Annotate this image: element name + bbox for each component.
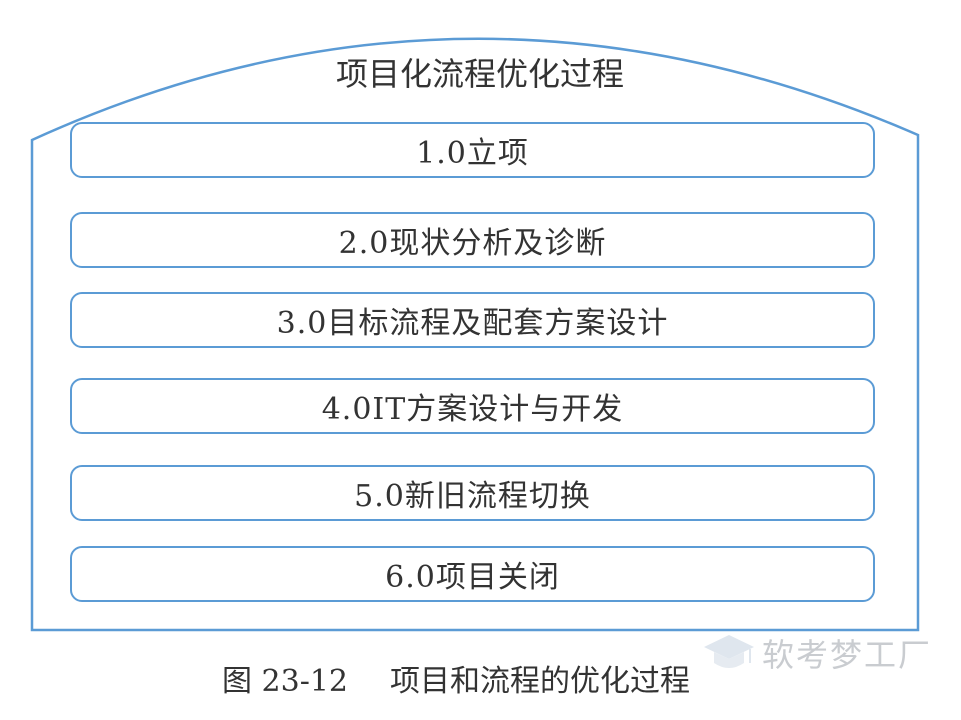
figure-number: 图 23-12 [222,664,349,699]
watermark-text: 软考梦工厂 [762,636,933,674]
figure-caption: 图 23-12 项目和流程的优化过程 [222,660,690,704]
container-outline [30,37,920,632]
step-box-5: 5.0新旧流程切换 [70,465,875,521]
step-box-2: 2.0现状分析及诊断 [70,212,875,268]
watermark: 软考梦工厂 [700,618,950,688]
step-box-3: 3.0目标流程及配套方案设计 [70,292,875,348]
step-label: 3.0目标流程及配套方案设计 [276,306,669,341]
arched-container [30,37,920,632]
step-label: 6.0项目关闭 [385,560,560,595]
step-label: 4.0IT方案设计与开发 [321,392,624,427]
step-box-6: 6.0项目关闭 [70,546,875,602]
graduation-cap-icon [704,635,754,668]
step-box-4: 4.0IT方案设计与开发 [70,378,875,434]
step-label: 5.0新旧流程切换 [354,479,591,514]
step-box-1: 1.0立项 [70,122,875,178]
step-label: 2.0现状分析及诊断 [338,226,607,261]
step-label: 1.0立项 [416,136,529,171]
figure-caption-text: 项目和流程的优化过程 [390,664,691,699]
diagram-title: 项目化流程优化过程 [335,55,624,93]
